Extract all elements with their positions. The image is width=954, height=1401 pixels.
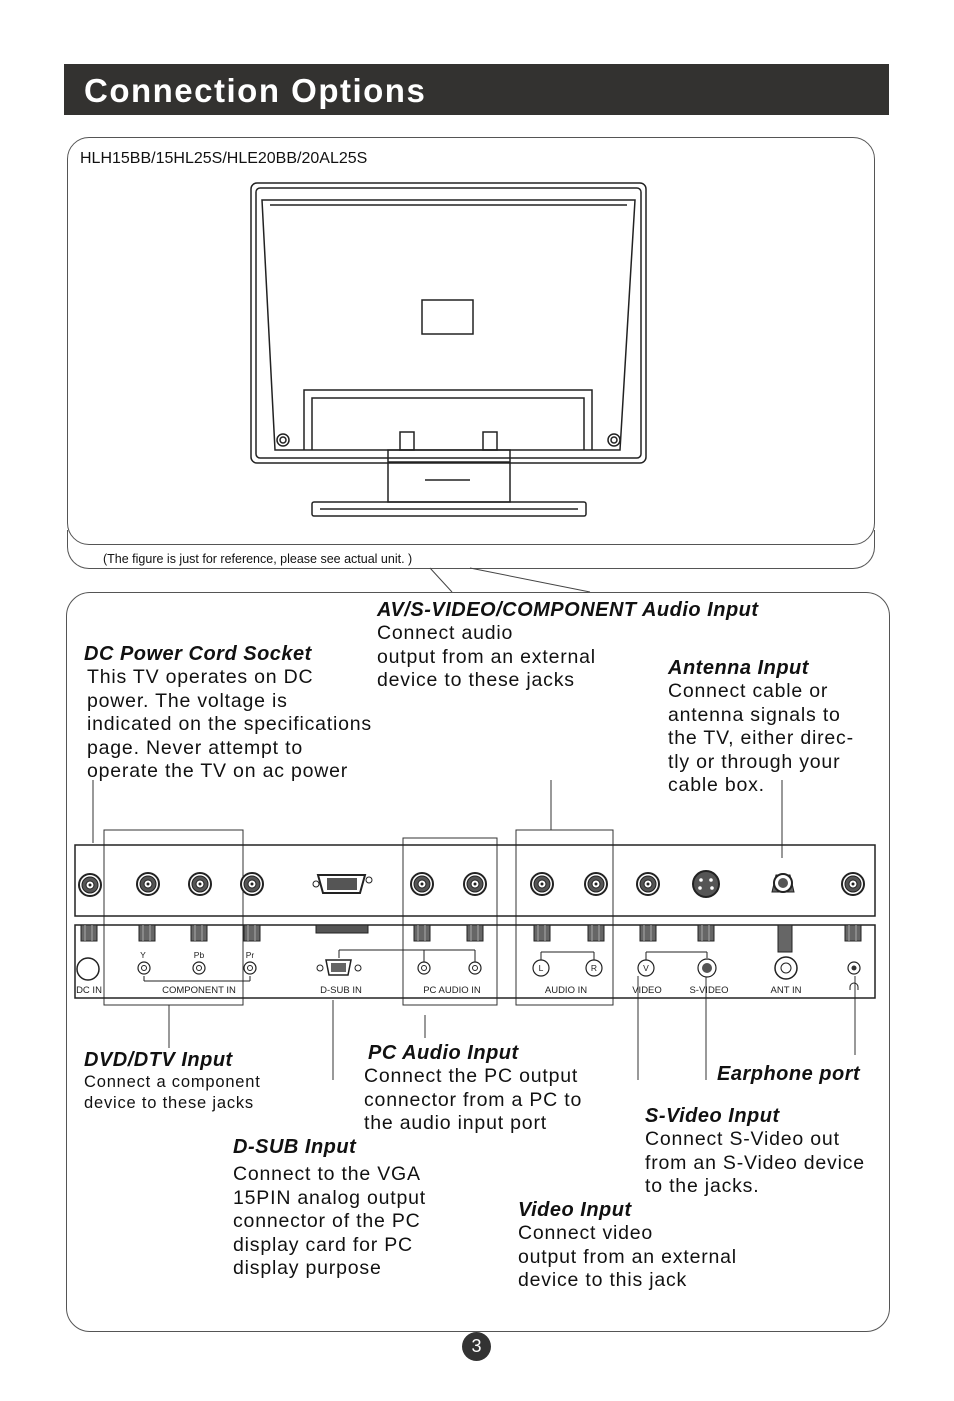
page-title-bar: Connection Options <box>64 64 889 115</box>
dc-power-line: operate the TV on ac power <box>87 760 349 783</box>
earphone-title: Earphone port <box>717 1063 861 1085</box>
page-title: Connection Options <box>84 72 427 109</box>
connector-panel: Y Pb Pr L R V DC IN COMPONENT IN D-SUB I… <box>74 780 876 1080</box>
svideo-callout: S-Video Input Connect S-Video out from a… <box>645 1105 865 1199</box>
connections-frame <box>66 592 890 1332</box>
label-dsub-in: D-SUB IN <box>320 985 362 996</box>
jack-mark-l: L <box>539 963 544 973</box>
dvd-line: device to these jacks <box>84 1094 254 1112</box>
av-input-callout: AV/S-VIDEO/COMPONENT Audio Input Connect… <box>377 599 759 693</box>
label-dc-in: DC IN <box>76 985 102 996</box>
antenna-callout: Antenna Input Connect cable or antenna s… <box>668 657 854 798</box>
antenna-line: tly or through your <box>668 750 841 773</box>
pc-audio-title: PC Audio Input <box>368 1042 519 1064</box>
av-input-line: device to these jacks <box>377 669 575 692</box>
model-numbers: HLH15BB/15HL25S/HLE20BB/20AL25S <box>80 150 368 167</box>
svideo-title: S-Video Input <box>645 1105 780 1127</box>
dvd-callout: DVD/DTV Input Connect a component device… <box>84 1049 261 1114</box>
video-title: Video Input <box>518 1199 632 1221</box>
antenna-line: Connect cable or <box>668 680 829 702</box>
label-pc-audio-in: PC AUDIO IN <box>423 985 481 996</box>
video-callout: Video Input Connect video output from an… <box>518 1199 737 1293</box>
pc-audio-line: connector from a PC to <box>364 1088 583 1111</box>
dsub-line: connector of the PC <box>233 1210 421 1233</box>
label-video: VIDEO <box>632 985 662 996</box>
dc-power-line: page. Never attempt to <box>87 736 303 759</box>
label-ant-in: ANT IN <box>771 985 802 996</box>
jack-mark-v: V <box>643 963 649 973</box>
antenna-line: the TV, either direc- <box>668 727 854 750</box>
page-number: 3 <box>462 1332 491 1361</box>
antenna-line: cable box. <box>668 774 765 797</box>
svideo-line: Connect S-Video out <box>645 1128 840 1150</box>
dsub-line: 15PIN analog output <box>233 1186 427 1209</box>
dvd-line: Connect a component <box>84 1073 261 1091</box>
jack-mark-pb: Pb <box>194 950 205 960</box>
pc-audio-callout: PC Audio Input Connect the PC output con… <box>364 1042 582 1136</box>
av-input-line: output from an external <box>377 645 596 668</box>
pc-audio-line: Connect the PC output <box>364 1065 579 1087</box>
dsub-line: display purpose <box>233 1257 382 1280</box>
dsub-line: display card for PC <box>233 1233 413 1256</box>
video-line: Connect video <box>518 1222 654 1244</box>
jack-mark-r: R <box>591 963 597 973</box>
jack-mark-y: Y <box>140 950 146 960</box>
dc-power-callout: DC Power Cord Socket This TV operates on… <box>84 643 372 784</box>
antenna-title: Antenna Input <box>668 657 809 679</box>
dc-power-line: This TV operates on DC <box>87 666 314 688</box>
dc-power-line: power. The voltage is <box>87 689 288 712</box>
dsub-line: Connect to the VGA <box>233 1163 421 1185</box>
dc-power-title: DC Power Cord Socket <box>84 643 312 665</box>
dvd-title: DVD/DTV Input <box>84 1049 233 1071</box>
pc-audio-line: the audio input port <box>364 1112 547 1135</box>
av-input-line: Connect audio <box>377 622 514 644</box>
av-input-title: AV/S-VIDEO/COMPONENT Audio Input <box>377 599 759 621</box>
tv-figure-frame <box>67 137 875 545</box>
svideo-line: from an S-Video device <box>645 1151 865 1174</box>
label-component-in: COMPONENT IN <box>162 985 236 996</box>
vga-port-top <box>312 874 373 894</box>
label-audio-in: AUDIO IN <box>545 985 587 996</box>
jack-mark-pr: Pr <box>246 950 255 960</box>
svideo-line: to the jacks. <box>645 1175 760 1198</box>
video-line: device to this jack <box>518 1269 688 1292</box>
dc-power-line: indicated on the specifications <box>87 713 372 736</box>
tv-rear-illustration <box>250 182 647 593</box>
video-line: output from an external <box>518 1245 737 1268</box>
label-s-video: S-VIDEO <box>689 985 728 996</box>
figure-note: (The figure is just for reference, pleas… <box>103 552 413 566</box>
antenna-line: antenna signals to <box>668 703 841 726</box>
dsub-callout: D-SUB Input Connect to the VGA 15PIN ana… <box>233 1136 426 1281</box>
dsub-title: D-SUB Input <box>233 1136 357 1158</box>
